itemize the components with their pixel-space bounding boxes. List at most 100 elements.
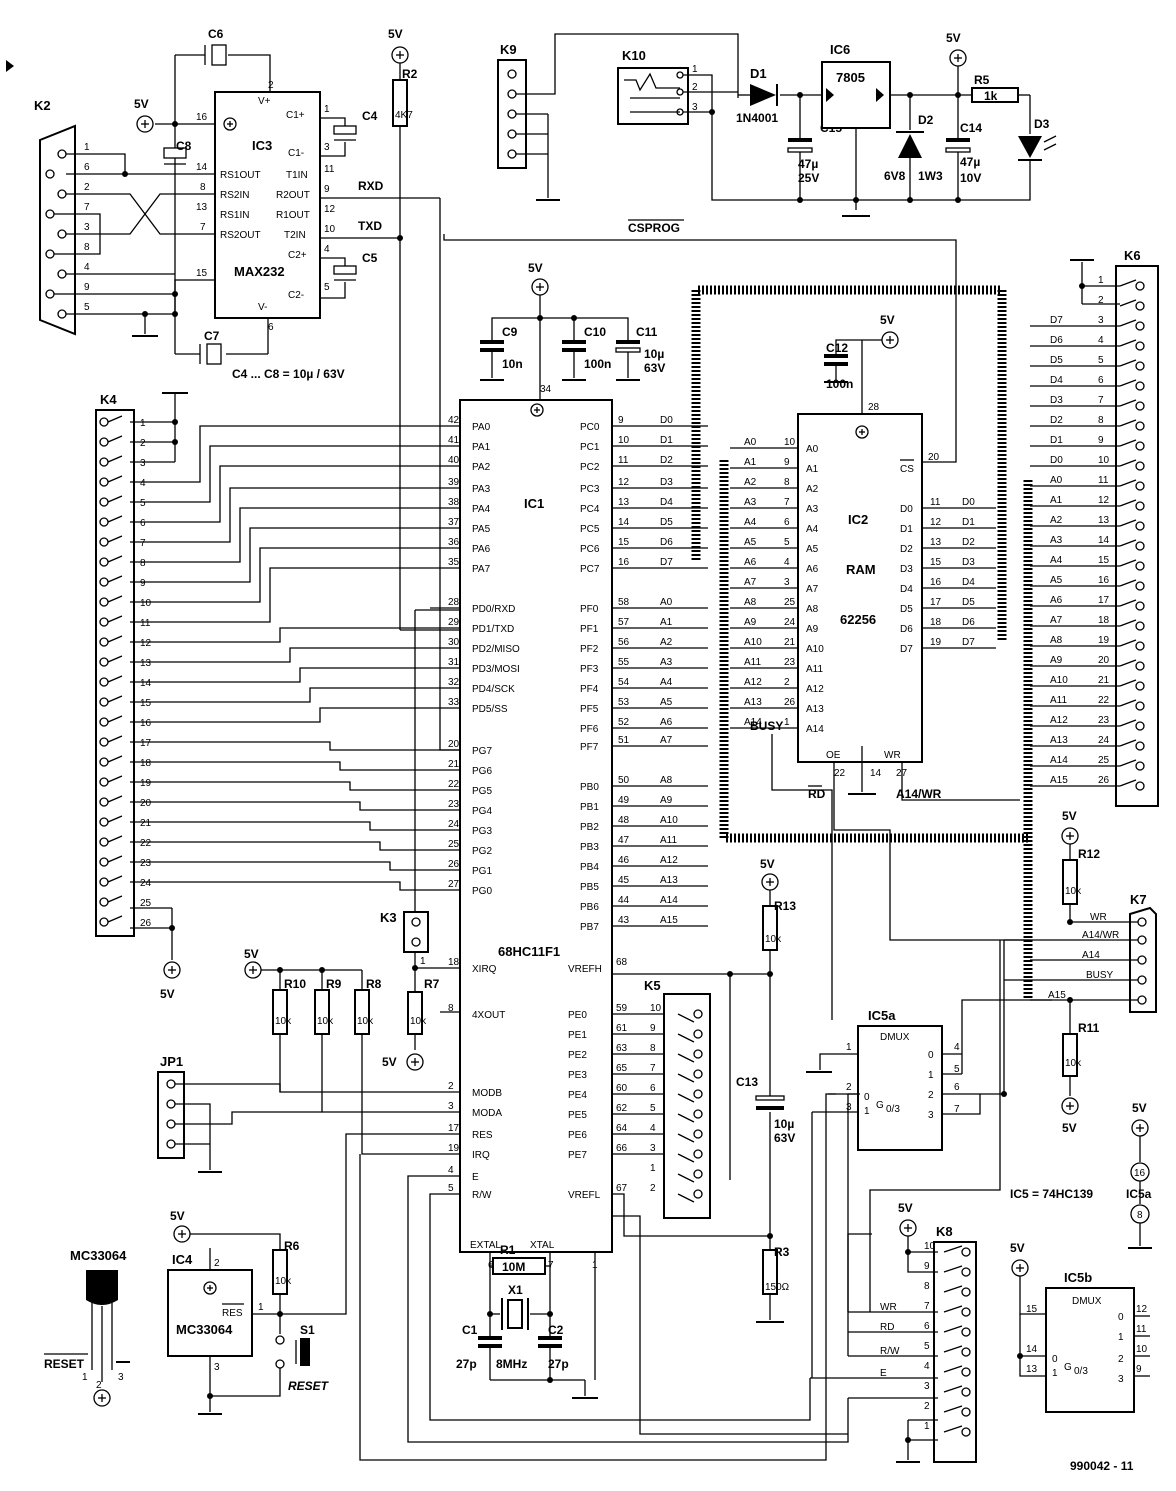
svg-text:0: 0 bbox=[1052, 1354, 1058, 1365]
ic4-reset: IC4 MC33064 RES 5V 2 1 3 R6 10k S1 RESET bbox=[167, 1209, 347, 1415]
bus-label-a8: A8 bbox=[660, 775, 673, 786]
k5-pin-4: 4 bbox=[650, 1123, 656, 1134]
k5-pin-10: 10 bbox=[650, 1003, 662, 1014]
c11-label: C11 bbox=[636, 325, 658, 339]
ic2-signal-a7: A7 bbox=[806, 584, 819, 595]
r3-value: 150Ω bbox=[765, 1282, 790, 1293]
ic1-signal-pf2: PF2 bbox=[580, 644, 599, 655]
svg-text:8: 8 bbox=[784, 477, 790, 488]
svg-text:4: 4 bbox=[448, 1165, 454, 1176]
ic5b-body bbox=[1045, 1287, 1135, 1413]
svg-text:8: 8 bbox=[448, 1003, 454, 1014]
k8-pin-7: 7 bbox=[924, 1301, 930, 1312]
svg-text:2: 2 bbox=[1118, 1354, 1124, 1365]
ic1-pin-pa3: 39 bbox=[448, 477, 460, 488]
k6-pin-21: 21 bbox=[1098, 675, 1110, 686]
svg-text:11: 11 bbox=[324, 164, 335, 175]
svg-text:1: 1 bbox=[324, 104, 330, 115]
ic1-signal-pf6: PF6 bbox=[580, 724, 599, 735]
d1-value: 1N4001 bbox=[736, 111, 778, 125]
ic1-signal-pa4: PA4 bbox=[472, 504, 491, 515]
svg-text:12: 12 bbox=[324, 204, 336, 215]
k6-signal-a4: A4 bbox=[1050, 555, 1063, 566]
ic1-signal-pf1: PF1 bbox=[580, 624, 599, 635]
k4-pin-11: 11 bbox=[140, 618, 151, 629]
svg-text:68: 68 bbox=[616, 957, 628, 968]
k8-pin-10: 10 bbox=[924, 1241, 936, 1252]
ic1-signal-pd2/miso: PD2/MISO bbox=[472, 644, 520, 655]
power-supply: K9 K10 1 2 3 D1 1N4001 bbox=[497, 31, 1057, 217]
k6-pin-19: 19 bbox=[1098, 635, 1110, 646]
k6-signal-a11: A11 bbox=[1050, 695, 1067, 706]
c5-label: C5 bbox=[362, 251, 378, 265]
c9-value: 10n bbox=[502, 357, 523, 371]
k6-signal-d0: D0 bbox=[1050, 455, 1063, 466]
c4-label: C4 bbox=[362, 109, 378, 123]
ic5a-ref: IC5a bbox=[868, 1008, 896, 1023]
svg-text:C2-: C2- bbox=[288, 290, 304, 301]
k6-signal-a10: A10 bbox=[1050, 675, 1068, 686]
ic1-signal-pd4/sck: PD4/SCK bbox=[472, 684, 515, 695]
k6-signal-a15: A15 bbox=[1050, 775, 1068, 786]
jp1-label: JP1 bbox=[160, 1054, 183, 1069]
ic1-pin-pg4: 23 bbox=[448, 799, 460, 810]
k4-pin-26: 26 bbox=[140, 918, 152, 929]
r11-5v: 5V bbox=[1062, 1121, 1077, 1135]
ic1-pin-pg1: 26 bbox=[448, 859, 460, 870]
bus-label-a1: A1 bbox=[660, 617, 673, 628]
ic1-signal-pb5: PB5 bbox=[580, 882, 599, 893]
svg-text:5: 5 bbox=[784, 537, 790, 548]
ic2-signal-a14: A14 bbox=[806, 724, 824, 735]
svg-text:1: 1 bbox=[420, 956, 426, 967]
ic2-signal-a10: A10 bbox=[806, 644, 824, 655]
ic1-signal-pd5/ss: PD5/SS bbox=[472, 704, 508, 715]
k4-pin-2: 2 bbox=[140, 438, 146, 449]
ic2-ram: IC2 RAM 62256 28 CS 20 OE WR 22 14 27 A0… bbox=[730, 313, 1030, 1020]
ic1-signal-pb3: PB3 bbox=[580, 842, 599, 853]
k6-signal-d6: D6 bbox=[1050, 335, 1063, 346]
ic3-rs1out: RS1OUT bbox=[220, 170, 261, 181]
svg-text:21: 21 bbox=[784, 637, 796, 648]
svg-text:11: 11 bbox=[930, 497, 941, 508]
svg-text:15: 15 bbox=[196, 268, 208, 279]
k10-pin3: 3 bbox=[692, 102, 698, 113]
svg-text:34: 34 bbox=[540, 384, 552, 395]
k8-pin-3: 3 bbox=[924, 1381, 930, 1392]
ic1-ctrl-4xout: 4XOUT bbox=[472, 1010, 505, 1021]
svg-text:16: 16 bbox=[196, 112, 208, 123]
ic1-signal-pd1/txd: PD1/TXD bbox=[472, 624, 514, 635]
k4-connector bbox=[95, 409, 135, 937]
ic1-pin-pa2: 40 bbox=[448, 455, 460, 466]
k6-signal-a5: A5 bbox=[1050, 575, 1063, 586]
ic2-a14wr: A14/WR bbox=[896, 787, 942, 801]
svg-text:59: 59 bbox=[616, 1003, 628, 1014]
svg-text:60: 60 bbox=[616, 1083, 628, 1094]
r9-resistor bbox=[314, 989, 330, 1035]
ic1-ctrl-moda: MODA bbox=[472, 1108, 502, 1119]
svg-text:9: 9 bbox=[84, 282, 90, 293]
ic3-max232 bbox=[214, 91, 321, 319]
ic2-bus-a14: A14 bbox=[744, 717, 762, 728]
ic1-pin-pb4: 46 bbox=[618, 855, 630, 866]
ic1-signal-pg5: PG5 bbox=[472, 786, 492, 797]
ic3-vplus: V+ bbox=[258, 96, 271, 107]
svg-text:22: 22 bbox=[834, 768, 846, 779]
k6-signal-a12: A12 bbox=[1050, 715, 1068, 726]
ic2-bus-a4: A4 bbox=[744, 517, 757, 528]
k4-pin-23: 23 bbox=[140, 858, 152, 869]
ic1-5v: 5V bbox=[528, 261, 543, 275]
ic1-signal-pc6: PC6 bbox=[580, 544, 600, 555]
svg-text:11: 11 bbox=[1136, 1324, 1147, 1335]
svg-text:0/3: 0/3 bbox=[886, 1104, 900, 1115]
ic2-bus-a5: A5 bbox=[744, 537, 757, 548]
svg-text:12: 12 bbox=[1136, 1304, 1148, 1315]
c10-label: C10 bbox=[584, 325, 606, 339]
k6-pin-2: 2 bbox=[1098, 295, 1104, 306]
r2-k3-r7: 5V R2 4K7 K3 1 R7 10k 5V bbox=[380, 27, 460, 1071]
bus-label-d1: D1 bbox=[660, 435, 673, 446]
bus-label-a6: A6 bbox=[660, 717, 673, 728]
k6-connector-block: K6 123D74D65D56D47D38D29D110D011A012A113… bbox=[1030, 248, 1159, 807]
svg-text:23: 23 bbox=[784, 657, 796, 668]
k5-pin-7: 7 bbox=[650, 1063, 656, 1074]
